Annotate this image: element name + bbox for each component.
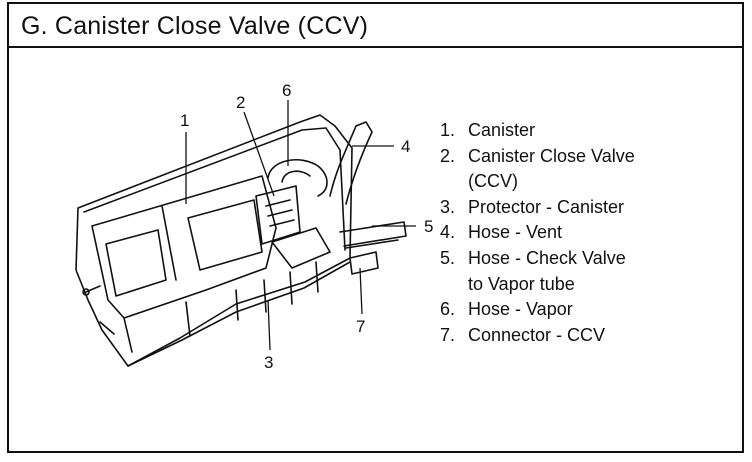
callout-1: 1 [180,111,189,130]
legend-item: 1. Canister [440,118,635,144]
callout-3: 3 [264,353,273,372]
legend-text: (CCV) [468,171,518,192]
leader-3 [267,299,271,351]
ccv-valve-detail [265,199,295,227]
callout-7: 7 [356,317,365,336]
legend-number: 5. [440,247,456,268]
legend-text: Canister Close Valve [468,145,635,166]
legend-item: 3. Protector - Canister [440,195,635,221]
vapor-hose [267,158,328,197]
figure-title: G. Canister Close Valve (CCV) [21,12,369,40]
protector-lower-edge [127,261,351,367]
callout-6: 6 [282,81,291,100]
protector-rim [83,127,346,251]
parts-legend: 1. Canister 2. Canister Close Valve (CCV… [440,118,635,348]
legend-number: 4. [440,222,456,243]
legend-text: to Vapor tube [468,273,575,294]
legend-text: Hose - Vent [468,222,563,243]
canister-divider [161,205,177,281]
figure-frame: G. Canister Close Valve (CCV) [7,2,744,453]
legend-text: Canister [468,120,536,140]
legend-text: Hose - Check Valve [468,247,626,268]
mount-hole [82,288,90,296]
legend-item-continued: (CCV) [440,169,635,195]
protector-outline [75,114,353,367]
protector-side [123,261,319,353]
ccv-valve [255,185,301,245]
legend-text: Protector - Canister [468,196,625,217]
legend-number: 6. [440,299,456,320]
vent-hose [329,121,373,205]
vapor-hose-inner [281,170,311,183]
leader-2 [243,111,275,197]
label-left [105,229,167,297]
legend-item: 2. Canister Close Valve [440,144,635,170]
legend-item-continued: to Vapor tube [440,272,635,298]
legend-item: 6. Hose - Vapor [440,297,635,323]
title-bar: G. Canister Close Valve (CCV) [9,4,742,48]
legend-number: 2. [440,145,456,166]
legend-text: Connector - CCV [468,324,606,345]
check-valve-hose-2 [345,239,399,249]
legend-number: 1. [440,120,456,140]
legend-item: 7. Connector - CCV [440,323,635,349]
legend-item: 4. Hose - Vent [440,220,635,246]
canister-body [91,175,277,319]
callout-2: 2 [236,93,245,112]
check-valve-hose [339,221,407,247]
ccv-connector [349,251,379,275]
ccv-bracket [271,227,331,269]
legend-number: 7. [440,324,456,345]
callout-4: 4 [401,137,410,156]
legend-item: 5. Hose - Check Valve [440,246,635,272]
legend-text: Hose - Vapor [468,299,573,320]
callout-5: 5 [424,217,433,236]
label-right [187,199,263,271]
legend-number: 3. [440,196,456,217]
leader-7 [359,267,363,315]
